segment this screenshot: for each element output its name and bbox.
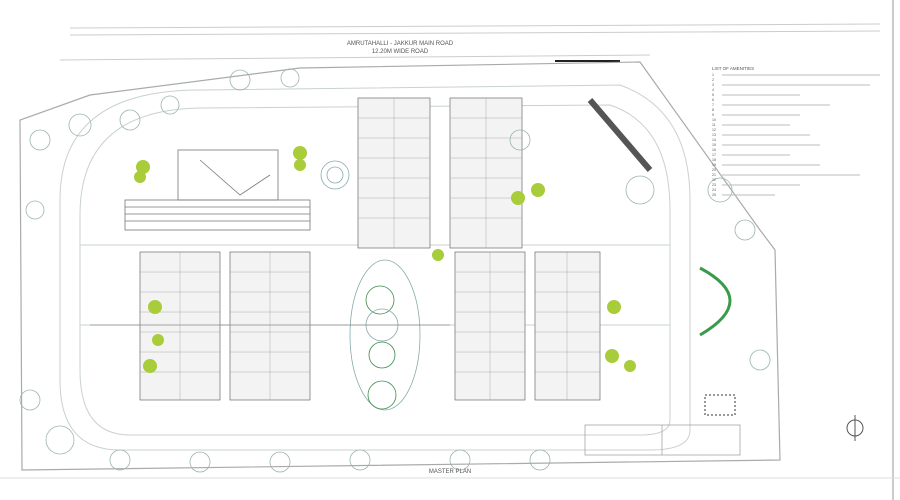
svg-text:19: 19: [712, 163, 716, 167]
entrance-structure: [587, 98, 653, 172]
drawing-title: MASTER PLAN: [429, 469, 471, 475]
svg-text:8: 8: [712, 108, 714, 112]
play-area: [704, 394, 736, 416]
svg-text:10: 10: [712, 118, 716, 122]
svg-text:14: 14: [712, 138, 716, 142]
north-arrow-icon: [846, 415, 864, 441]
legend-lines: [722, 74, 880, 196]
legend-title: LIST OF AMENITIES: [712, 66, 754, 71]
svg-text:25: 25: [712, 193, 716, 197]
main-road: [59, 23, 881, 61]
svg-text:22: 22: [712, 178, 716, 182]
clubhouse-block: [124, 149, 311, 231]
svg-text:20: 20: [712, 168, 716, 172]
svg-text:5: 5: [712, 93, 714, 97]
feature-trees: [134, 146, 636, 373]
unit-grid: [140, 98, 600, 400]
svg-text:13: 13: [712, 133, 716, 137]
sports-court: [584, 424, 741, 456]
svg-text:15: 15: [712, 143, 716, 147]
svg-text:1: 1: [712, 73, 714, 77]
road-width-label: 12.20M WIDE ROAD: [372, 49, 429, 55]
svg-text:7: 7: [712, 103, 714, 107]
residential-blocks: [139, 97, 601, 401]
green-arc: [699, 266, 732, 337]
svg-text:4: 4: [712, 88, 714, 92]
svg-text:6: 6: [712, 98, 714, 102]
svg-text:21: 21: [712, 173, 716, 177]
central-garden: [90, 160, 450, 411]
amenities-legend: 1 2 3 4 5 6 7 8 9 10 11 12 13 14 15 16 1…: [712, 73, 716, 197]
road-name-label: AMRUTAHALLI - JAKKUR MAIN ROAD: [347, 41, 454, 47]
perimeter-trees: [19, 68, 771, 473]
svg-text:23: 23: [712, 183, 716, 187]
svg-text:16: 16: [712, 148, 716, 152]
svg-text:12: 12: [712, 128, 716, 132]
svg-text:24: 24: [712, 188, 716, 192]
svg-text:11: 11: [712, 123, 716, 127]
site-boundary: [19, 61, 781, 471]
svg-text:2: 2: [712, 78, 714, 82]
svg-text:9: 9: [712, 113, 714, 117]
svg-text:17: 17: [712, 153, 716, 157]
svg-text:18: 18: [712, 158, 716, 162]
svg-text:3: 3: [712, 83, 714, 87]
